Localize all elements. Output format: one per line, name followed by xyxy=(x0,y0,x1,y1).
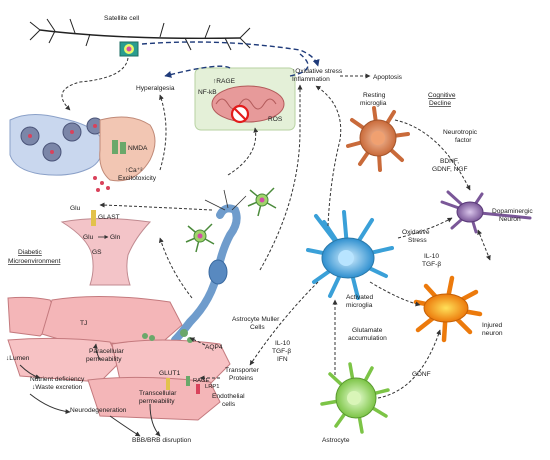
oxidative-stress-label: ↑Oxidative stress xyxy=(292,68,343,75)
injured-neuron: Injured neuron xyxy=(413,275,503,343)
cognitive-label-1: Cognitive xyxy=(428,92,456,99)
resting-microglia: Resting microglia xyxy=(346,92,410,172)
muller-label-2: Cells xyxy=(250,324,265,331)
gs-label: GS xyxy=(92,249,102,256)
injured-label-2: neuron xyxy=(482,330,503,337)
dopaminergic-label-1: Dopaminergic xyxy=(492,208,533,215)
tj-label: TJ xyxy=(80,320,87,327)
glu-bottom-label: Glu xyxy=(83,234,94,241)
endfoot-group: Glu GLAST Glu Gln GS Diabetic Microenvir… xyxy=(8,205,152,286)
mitochondria-box: ↑RAGE NF-kB ROS xyxy=(194,67,296,131)
resting-microglia-label-1: Resting xyxy=(363,92,386,99)
neurotropic-label-1: Neurotropic xyxy=(443,129,478,136)
vessel-block: TJ Paracellular permeability GLUT1 RAGE … xyxy=(7,295,245,421)
aqp4-label: AQP4 xyxy=(205,344,223,351)
muller-label-1: Astrocyte Muller xyxy=(232,316,280,323)
astrocyte-label: Astrocyte xyxy=(322,437,350,444)
glut1-label: GLUT1 xyxy=(159,370,181,377)
il10tgf-label-2: TGF-β xyxy=(272,348,291,355)
nmda-label: NMDA xyxy=(128,145,148,152)
activated-label-2: microglia xyxy=(346,302,373,309)
nfkb-label: NF-kB xyxy=(198,89,217,96)
activated-microglia: Activated microglia xyxy=(306,210,394,309)
arrows xyxy=(19,41,491,437)
diabetic-label-1: Diabetic xyxy=(18,249,43,256)
excitotoxicity-label: Excitotoxicity xyxy=(118,175,157,182)
il10tgf-label-1: IL-10 xyxy=(275,340,290,347)
paracellular-label-1: Paracellular xyxy=(89,348,125,355)
endothelial-label-2: cells xyxy=(222,401,236,408)
diabetic-label-2: Microenvironment xyxy=(8,258,61,265)
rage-label: ↑RAGE xyxy=(213,78,236,85)
dopaminergic-neuron: Dopaminergic Neuron xyxy=(440,190,533,234)
injured-label-1: Injured xyxy=(482,322,502,329)
glutamate-acc-label-2: accumulation xyxy=(348,335,387,342)
il10tgf-label-3: IFN xyxy=(277,356,288,363)
synapse-group: NMDA ↑Ca⁺² Excitotoxicity xyxy=(9,114,157,192)
resting-microglia-label-2: microglia xyxy=(360,100,387,107)
muller-cell: Astrocyte Muller Cells xyxy=(171,189,280,344)
paracellular-label-2: permeability xyxy=(86,356,122,363)
nutrient-label-1: Nutrient deficiency xyxy=(30,376,85,383)
small-neuron-1 xyxy=(247,187,277,217)
dopaminergic-label-2: Neuron xyxy=(499,216,521,223)
bbb-label: BBB/BRB disruption xyxy=(132,437,191,444)
glutamate-acc-label-1: Glutamate xyxy=(352,327,383,334)
transcellular-label-1: Transcellular xyxy=(139,390,177,397)
lumen-label: ↓Lumen xyxy=(6,355,30,362)
nutrient-label-2: ↓Waste excretion xyxy=(32,384,83,391)
satellite-cell-label: Satellite cell xyxy=(104,15,140,22)
rage-small-label: RAGE xyxy=(193,378,210,384)
neurotropic-label-2: factor xyxy=(455,137,472,144)
lrp1-label: LRP1 xyxy=(205,384,220,390)
activated-label-1: Activated xyxy=(346,294,373,301)
transporter-label-2: Proteins xyxy=(229,375,254,382)
il10-label-2: TGF-β xyxy=(422,261,441,268)
bdnf-label-1: BDNF, xyxy=(440,158,459,165)
hyperalgesia-label: Hyperalgesia xyxy=(136,85,175,92)
glast-label: GLAST xyxy=(98,214,120,221)
oxstress2-label-1: Oxidative xyxy=(402,229,430,236)
astrocyte-cell: Astrocyte xyxy=(320,362,390,444)
neurodegeneration-label: Neurodegeneration xyxy=(70,407,127,414)
gdnf-label: GDNF xyxy=(412,371,431,378)
inflammation-label: Inflammation xyxy=(292,76,330,83)
il10-label-1: IL-10 xyxy=(424,253,439,260)
ca-label: ↑Ca⁺² xyxy=(125,167,143,174)
apoptosis-label: Apoptosis xyxy=(373,74,403,81)
cognitive-label-2: Decline xyxy=(429,100,451,107)
small-neuron-2 xyxy=(185,223,215,253)
transporter-label-1: Transporter xyxy=(225,367,260,374)
bdnf-label-2: GDNF, NGF xyxy=(432,166,468,173)
oxstress2-label-2: Stress xyxy=(408,237,427,244)
glu-top-label: Glu xyxy=(70,205,81,212)
gln-label: Gln xyxy=(110,234,121,241)
endothelial-label-1: Endothelial xyxy=(212,393,245,400)
transcellular-label-2: permeability xyxy=(139,398,175,405)
satellite-cell-group: Satellite cell xyxy=(29,15,251,57)
ros-label: ROS xyxy=(268,116,283,123)
